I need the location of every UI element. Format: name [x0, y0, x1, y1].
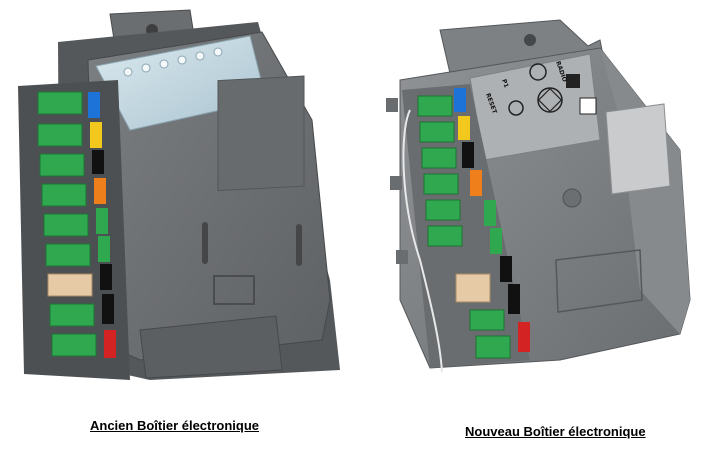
- new-control-box: RADIO P1 RESET: [386, 19, 691, 373]
- old-color-labels: [88, 92, 116, 358]
- new-terminal-blocks: [417, 95, 511, 359]
- new-box-icons: [508, 63, 597, 116]
- new-color-labels: [454, 88, 530, 352]
- old-control-box: [18, 9, 340, 380]
- old-terminal-blocks: [37, 91, 97, 357]
- caption-new-box: Nouveau Boîtier électronique: [465, 424, 646, 439]
- product-photo: RADIO P1 RESET: [18, 9, 691, 380]
- caption-old-box: Ancien Boîtier électronique: [90, 418, 260, 433]
- new-box-p1-label: P1: [500, 78, 510, 88]
